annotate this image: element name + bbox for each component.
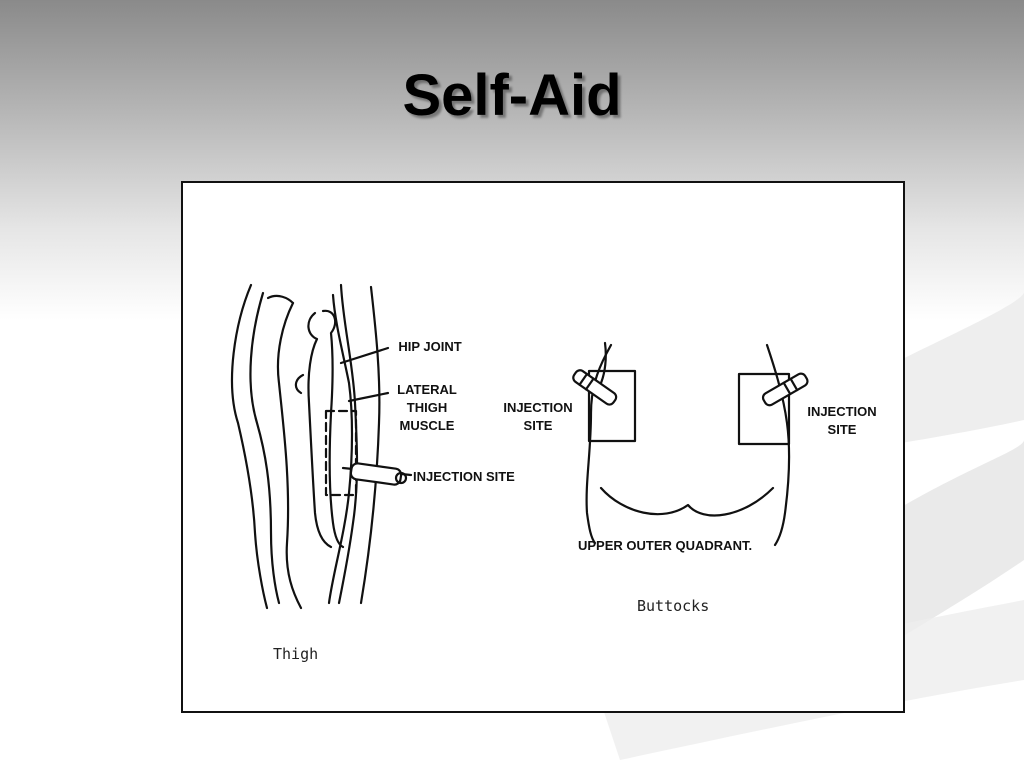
thigh-illustration [230, 283, 413, 610]
injection-diagram: HIP JOINT LATERAL THIGH MUSCLE INJECTION… [181, 181, 905, 713]
label-lateral-thigh-muscle: LATERAL THIGH MUSCLE [397, 382, 457, 433]
left-injection-box [587, 369, 637, 443]
label-right-injection-site: INJECTION SITE [807, 404, 877, 437]
right-injector [761, 372, 809, 407]
injection-diagram-drawing [230, 283, 809, 610]
label-hip-joint: HIP JOINT [398, 339, 462, 354]
thigh-injection-area [324, 409, 358, 497]
slide-title: Self-Aid [402, 63, 622, 128]
right-injection-box [737, 372, 791, 446]
label-left-injection-site: INJECTION SITE [503, 400, 573, 433]
left-injector [572, 369, 618, 406]
label-thigh-injection-site: INJECTION SITE [413, 469, 515, 484]
caption-buttocks: Buttocks [637, 597, 710, 615]
buttocks-illustration [572, 341, 809, 547]
caption-thigh: Thigh [273, 645, 319, 663]
thigh-injector [349, 462, 408, 486]
label-upper-outer-quadrant: UPPER OUTER QUADRANT. [578, 538, 753, 553]
